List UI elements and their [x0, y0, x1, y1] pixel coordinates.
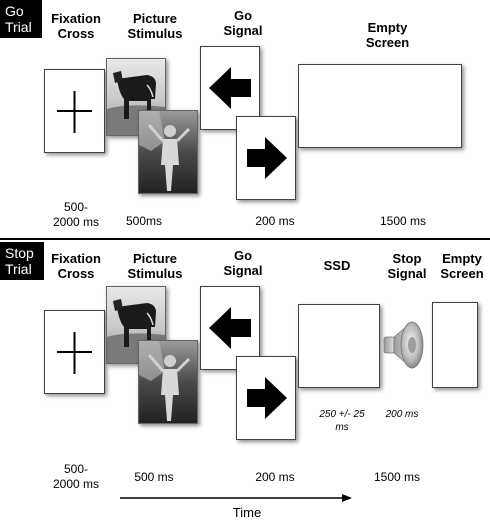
stop-timing-stop-signal: 200 ms [385, 409, 419, 420]
stop-empty-screen [432, 302, 478, 388]
stop-timing-go-signal: 200 ms [255, 470, 295, 484]
fixation-cross-icon [57, 332, 92, 374]
go-header-picture: Picture Stimulus [127, 11, 183, 41]
go-fixation-card [44, 69, 105, 153]
go-timing-empty: 1500 ms [379, 214, 427, 228]
go-timing-go-signal: 200 ms [255, 214, 295, 228]
right-arrow-icon [247, 137, 287, 179]
go-trial-tag: Go Trial [0, 0, 42, 38]
left-arrow-icon [209, 307, 251, 349]
stop-cow-photo [106, 286, 166, 364]
person-photo [139, 111, 197, 193]
stop-header-fixation: Fixation Cross [51, 251, 101, 281]
stop-signal-speaker [382, 318, 426, 372]
stop-trial-tag: Stop Trial [0, 242, 44, 280]
go-header-empty: Empty Screen [365, 20, 410, 50]
ssd-screen [298, 304, 380, 388]
speaker-icon [383, 321, 424, 369]
stop-person-photo [138, 340, 198, 424]
trial-separator [0, 238, 490, 240]
stop-timing-ssd: 250 +/- 25 ms [319, 409, 365, 433]
stop-header-ssd: SSD [323, 258, 351, 273]
left-arrow-icon [209, 67, 251, 109]
time-axis-label: Time [232, 505, 262, 520]
stop-header-picture: Picture Stimulus [127, 251, 183, 281]
stop-header-stop-signal: Stop Signal [387, 251, 427, 281]
go-header-fixation: Fixation Cross [51, 11, 101, 41]
stop-header-go-signal: Go Signal [223, 248, 263, 278]
go-timing-picture: 500ms [125, 214, 163, 228]
stop-timing-empty: 1500 ms [373, 470, 421, 484]
fixation-cross-icon [57, 91, 92, 133]
go-header-go-signal: Go Signal [223, 8, 263, 38]
stop-timing-fixation: 500- 2000 ms [52, 462, 100, 491]
go-right-arrow-card [236, 116, 296, 200]
go-timing-fixation: 500- 2000 ms [52, 200, 100, 229]
right-arrow-icon [247, 377, 287, 419]
person-photo [139, 341, 197, 423]
time-axis-arrow [120, 494, 352, 502]
go-person-photo [138, 110, 198, 194]
stop-right-arrow-card [236, 356, 296, 440]
go-empty-screen [298, 64, 462, 148]
stop-timing-picture: 500 ms [134, 470, 174, 484]
stop-header-empty: Empty Screen [440, 251, 484, 281]
stop-fixation-card [44, 310, 105, 394]
